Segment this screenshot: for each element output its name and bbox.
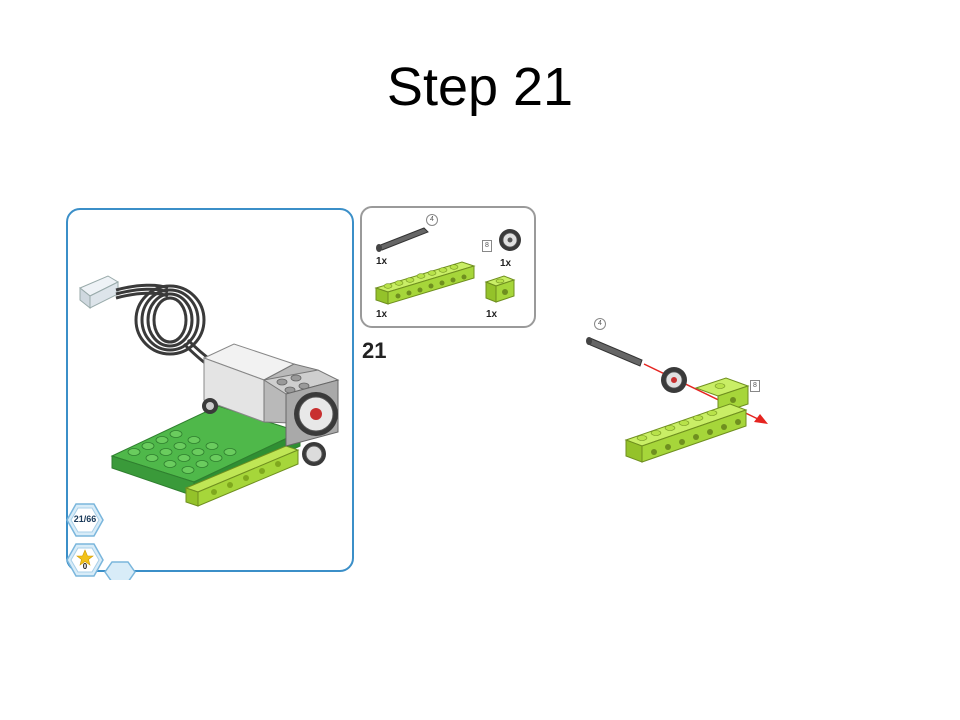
assembly-axle-length: 4 <box>594 318 606 330</box>
beam-qty: 1x <box>376 309 388 320</box>
axle-part <box>376 227 429 252</box>
parts-list-panel: 4 8 1x 1x 1x 1x <box>360 206 536 328</box>
assembly-beam <box>624 403 748 463</box>
axle-qty: 1x <box>376 256 388 267</box>
brick-qty: 1x <box>486 309 498 320</box>
assembly-gear <box>661 367 687 393</box>
motor-gear <box>294 392 338 436</box>
progress-count: 21/66 <box>73 514 97 524</box>
assembly-axle <box>586 337 643 367</box>
parts-illustration <box>374 227 521 305</box>
assembly-beam-length: 8 <box>750 380 760 392</box>
axle-length-label: 4 <box>426 214 438 226</box>
model-illustration <box>79 275 340 507</box>
small-gear <box>302 442 326 466</box>
star-count: 0 <box>82 562 88 571</box>
beam-part <box>374 261 476 305</box>
gear-qty: 1x <box>500 258 512 269</box>
brick-part <box>484 275 516 303</box>
lime-beam <box>184 445 300 507</box>
step-number: 21 <box>362 338 387 363</box>
assembly-illustration <box>586 337 768 463</box>
beam-length-label: 8 <box>482 240 492 252</box>
gear-part <box>499 229 521 251</box>
rear-gear <box>202 398 218 414</box>
cable-plug <box>79 275 120 310</box>
hex-badge-icon <box>104 561 136 580</box>
slide-title: Step 21 <box>386 57 574 117</box>
model-panel <box>66 208 354 572</box>
progress-badge-icon <box>66 503 104 537</box>
star-badge-icon <box>66 543 104 577</box>
